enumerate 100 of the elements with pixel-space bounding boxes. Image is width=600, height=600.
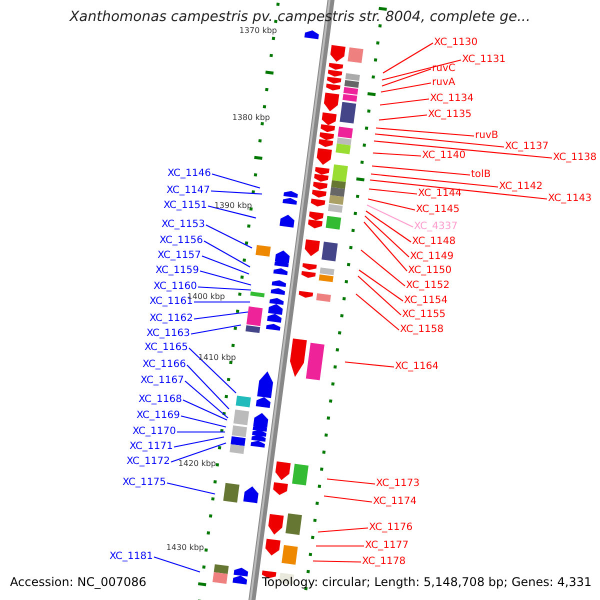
leader-line [382,42,434,74]
leader-line [372,165,470,176]
leader-line [194,301,250,303]
gene-label: XC_1176 [369,522,413,534]
leader-line [370,179,548,200]
gene-label: ruvA [432,77,456,89]
leader-line [374,140,552,159]
leader-line [382,59,462,81]
gene-label: XC_1173 [376,478,420,490]
gene-label: XC_1150 [408,265,452,277]
info-text: Topology: circular; Length: 5,148,708 bp; Genes: 4,331 [262,575,592,589]
gene-label: XC_1177 [365,540,409,552]
gene-label: ruvC [432,63,456,75]
gene-label: XC_1138 [553,152,597,164]
leader-line [177,431,225,433]
gene-label: XC_1155 [402,309,446,321]
gene-label: XC_1170 [132,426,176,438]
leader-line [344,361,394,368]
leader-line [318,527,368,533]
gene-label: XC_1142 [499,181,543,193]
gene-label: XC_1140 [422,150,466,162]
leader-line [154,556,200,573]
gene-label: XC_1134 [430,93,474,105]
scale-label: 1430 kbp [166,543,204,553]
gene-label: XC_1169 [136,410,180,422]
scale-label: 1370 kbp [239,26,277,36]
scale-label: 1420 kbp [178,459,216,469]
gene-label: XC_1148 [412,236,456,248]
leader-line [210,190,262,195]
gene-label: XC_1168 [138,394,182,406]
gene-label: XC_1144 [418,188,462,200]
leader-line [374,133,504,148]
leader-line [208,205,256,219]
gene-label: XC_1154 [404,295,448,307]
leader-line [372,152,422,157]
leader-line [364,216,410,258]
gene-label: XC_4337 [414,221,458,233]
leader-line [202,255,250,275]
leader-line [184,380,228,418]
leader-line [376,127,474,137]
leader-line [198,286,252,291]
scale-label: 1410 kbp [198,353,236,363]
gene-label: XC_1157 [157,250,201,262]
leader-line [360,250,406,286]
gene-label: XC_1178 [362,556,406,568]
gene-label: XC_1174 [373,496,417,508]
leader-line [170,442,226,463]
gene-label: XC_1162 [149,313,193,325]
leader-line [380,82,432,93]
chart-title: Xanthomonas campestris pv. campestris str. 8004, complete ge... [68,9,532,26]
gene-label: XC_1156 [159,235,203,247]
leader-line [368,198,416,211]
scale-label: 1380 kbp [232,113,270,123]
leader-line [370,173,498,188]
leader-line [382,68,432,87]
gene-label: XC_1164 [395,361,439,373]
gene-label: XC_1137 [505,141,549,153]
leader-line [312,560,362,563]
gene-label: XC_1151 [163,200,207,212]
gene-label: XC_1149 [410,251,454,263]
leader-line [204,240,250,268]
leader-line [380,98,430,106]
gene-label: XC_1172 [126,456,170,468]
leader-line [378,114,428,121]
leader-line [190,324,242,335]
gene-label: XC_1147 [166,185,210,197]
gene-label: XC_1131 [462,54,506,66]
leader-line [188,348,236,394]
gene-label: XC_1145 [416,204,460,216]
leader-line [316,545,364,547]
gene-label: XC_1175 [122,477,166,489]
leader-line [186,364,230,410]
gene-label: XC_1160 [153,281,197,293]
gene-label: XC_1152 [406,280,450,292]
gene-label: XC_1159 [155,265,199,277]
leader-line [166,482,216,495]
leader-line [326,478,376,485]
leader-line [368,188,418,195]
leader-line [324,495,372,503]
gene-label: XC_1166 [142,359,186,371]
leader-line [356,294,400,330]
gene-label: XC_1130 [434,37,478,49]
leader-line [206,224,252,248]
gene-label: XC_1153 [161,219,205,231]
gene-label: XC_1135 [428,109,472,121]
leader-line [200,270,252,286]
info-text: Accession: NC_007086 [10,575,146,589]
leader-line [366,204,414,228]
gene-label: tolB [471,169,491,181]
leader-line [358,276,402,316]
gene-label: XC_1165 [144,342,188,354]
gene-label: ruvB [475,130,498,142]
leader-line [212,173,260,189]
leader-line [366,210,412,242]
gene-label: XC_1171 [129,441,173,453]
leader-line [194,311,248,320]
scale-label: 1390 kbp [214,201,252,211]
leader-line [180,415,226,428]
gene-label: XC_1158 [400,324,444,336]
leader-line [364,222,408,272]
